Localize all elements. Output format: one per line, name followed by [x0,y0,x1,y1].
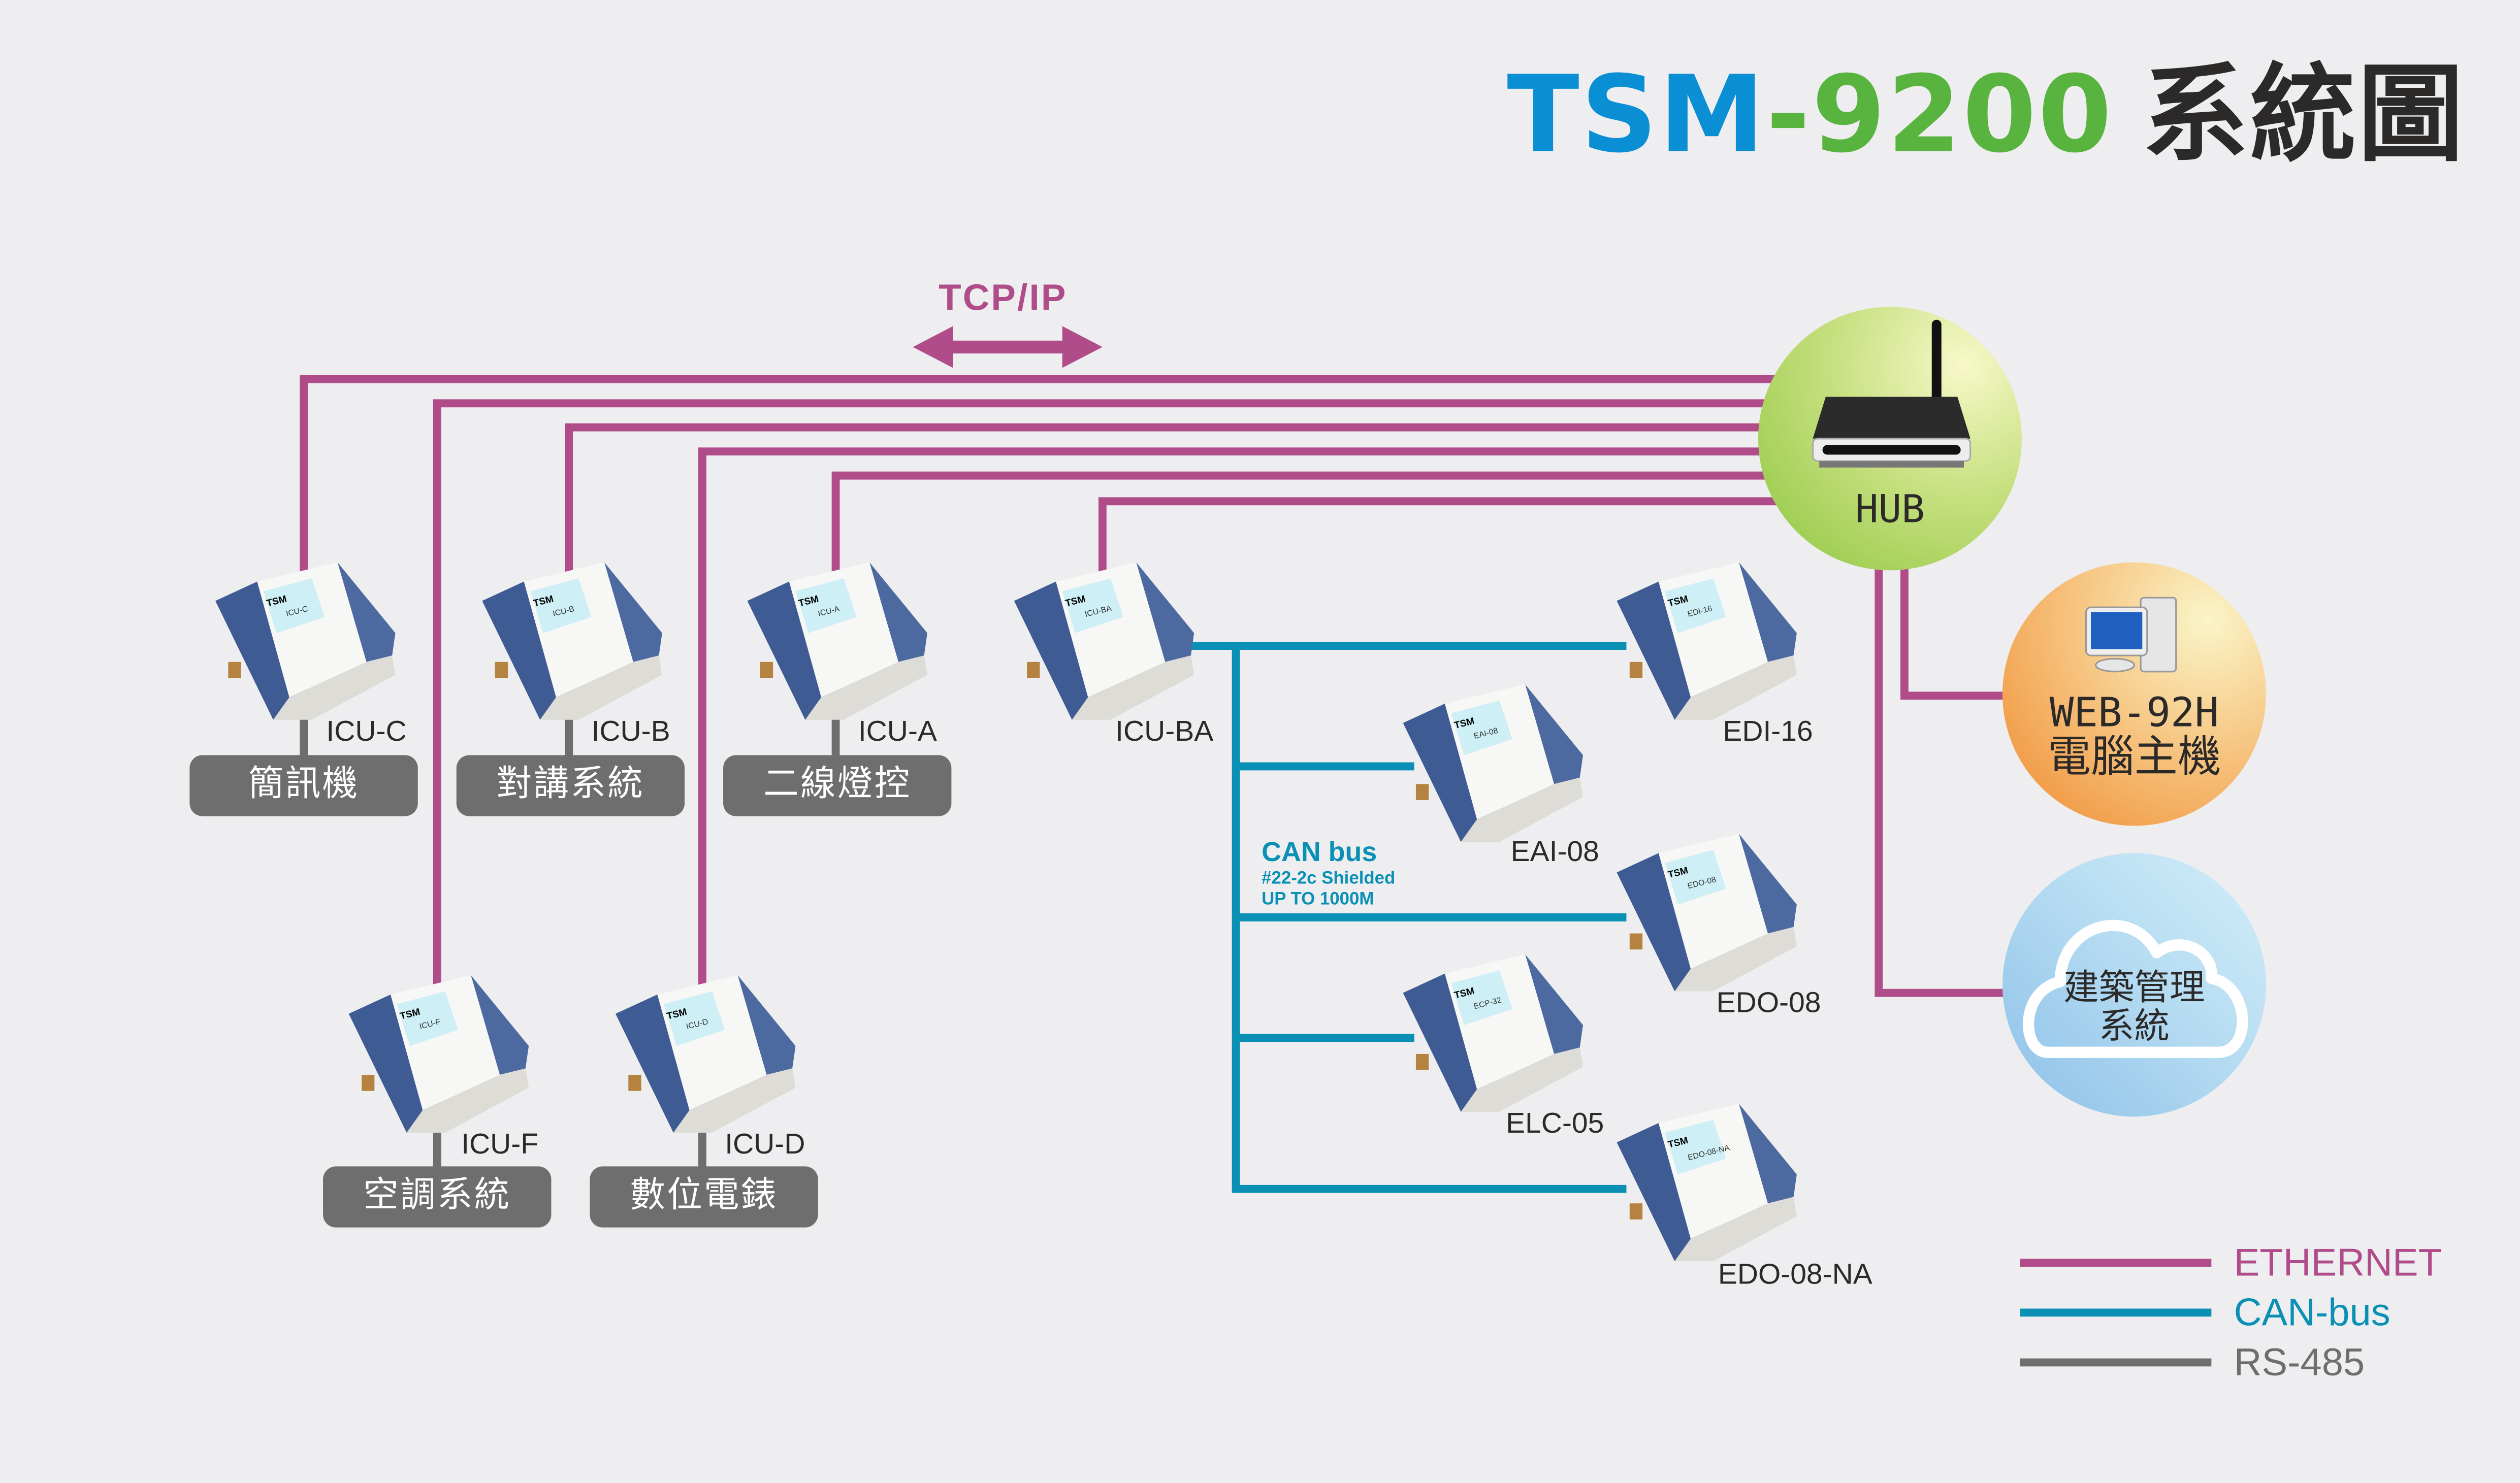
device-label-edi-16: EDI-16 [1723,715,1813,747]
device-label-icu-c: ICU-C [326,715,407,747]
system-box-icu-a[interactable]: 二線燈控 [723,755,952,816]
device-label-icu-d: ICU-D [725,1128,805,1160]
system-box-icu-b[interactable]: 對講系統 [456,755,685,816]
din-rail-module-icon [215,562,396,720]
desktop-computer-icon [2085,597,2177,673]
legend: ETHERNET CAN-bus RS-485 [2234,1239,2442,1388]
din-rail-module-icon [1617,1104,1797,1262]
din-rail-module-icon [747,562,927,720]
ethernet-line-icu-b [565,423,1768,579]
ethernet-line-icu-c [300,375,1792,579]
cloud-icon [2023,919,2248,1058]
canbus-distance: UP TO 1000M [1262,890,1374,910]
legend-label-canbus: CAN-bus [2234,1292,2390,1335]
title-suffix: 系統圖 [2142,53,2466,177]
web-host-node[interactable]: WEB-92H 電腦主機 [2002,562,2266,826]
web-host-caption: 電腦主機 [2047,733,2221,783]
din-rail-module-icon [1014,562,1194,720]
device-module-icu-a[interactable]: TSM ICU-A [744,562,930,723]
device-module-edo-08-na[interactable]: TSM EDO-08-NA [1613,1104,1800,1264]
system-box-icu-c[interactable]: 簡訊機 [189,755,418,816]
building-mgmt-line1: 建築管理 [2063,969,2205,1009]
device-module-edi-16[interactable]: TSM EDI-16 [1613,562,1800,723]
canbus-cable-spec: #22-2c Shielded [1262,869,1396,888]
device-module-icu-b[interactable]: TSM ICU-B [479,562,665,723]
ethernet-lines [300,375,2009,997]
ethernet-line-web-host [1900,546,2009,700]
device-module-elc-05[interactable]: TSM ECP-32 [1400,954,1586,1115]
wireless-router-icon [1812,319,1972,468]
din-rail-module-icon [616,975,796,1133]
din-rail-module-icon [1403,684,1584,842]
device-module-icu-f[interactable]: TSM ICU-F [345,975,532,1136]
ethernet-line-building-mgmt [1875,554,2009,997]
device-module-icu-d[interactable]: TSM ICU-D [612,975,799,1136]
legend-label-ethernet: ETHERNET [2234,1242,2442,1286]
din-rail-module-icon [1617,834,1797,992]
din-rail-module-icon [482,562,662,720]
device-label-icu-b: ICU-B [591,715,670,747]
web-host-model: WEB-92H [2049,689,2219,736]
din-rail-module-icon [348,975,529,1133]
building-management-node[interactable]: 建築管理 系統 [2002,853,2266,1117]
din-rail-module-icon [1403,954,1584,1112]
device-module-icu-ba[interactable]: TSM ICU-BA [1011,562,1197,723]
ethernet-line-icu-ba [1098,497,1784,579]
legend-label-rs485: RS-485 [2234,1341,2365,1385]
device-label-icu-f: ICU-F [461,1128,539,1160]
canbus-backbone [1232,646,1627,1193]
title-model-prefix: TSM [1507,53,1766,177]
din-rail-module-icon [1617,562,1797,720]
title-model-number: -9200 [1766,53,2114,177]
canbus-lines [1189,642,1627,1193]
device-module-eai-08[interactable]: TSM EAI-08 [1400,684,1586,845]
ethernet-line-icu-f [433,399,1776,993]
legend-swatches [2020,1259,2212,1367]
hub-label: HUB [1855,486,1925,532]
device-label-eai-08: EAI-08 [1510,835,1599,868]
device-label-elc-05: ELC-05 [1506,1107,1604,1139]
system-box-icu-f[interactable]: 空調系統 [323,1166,552,1228]
tcpip-double-arrow-icon [913,326,1103,368]
ethernet-line-icu-d [698,447,1765,993]
device-label-edo-08-na: EDO-08-NA [1718,1258,1872,1291]
canbus-title: CAN bus [1262,837,1377,868]
hub-node[interactable]: HUB [1758,307,2022,571]
ethernet-line-icu-a [831,471,1768,579]
device-module-edo-08[interactable]: TSM EDO-08 [1613,834,1800,994]
device-label-icu-a: ICU-A [858,715,937,747]
system-box-icu-d[interactable]: 數位電錶 [590,1166,818,1228]
device-label-icu-ba: ICU-BA [1115,715,1214,747]
device-label-edo-08: EDO-08 [1716,986,1821,1019]
tcpip-label: TCP/IP [939,276,1068,318]
device-module-icu-c[interactable]: TSM ICU-C [212,562,399,723]
building-mgmt-line2: 系統 [2098,1007,2170,1048]
